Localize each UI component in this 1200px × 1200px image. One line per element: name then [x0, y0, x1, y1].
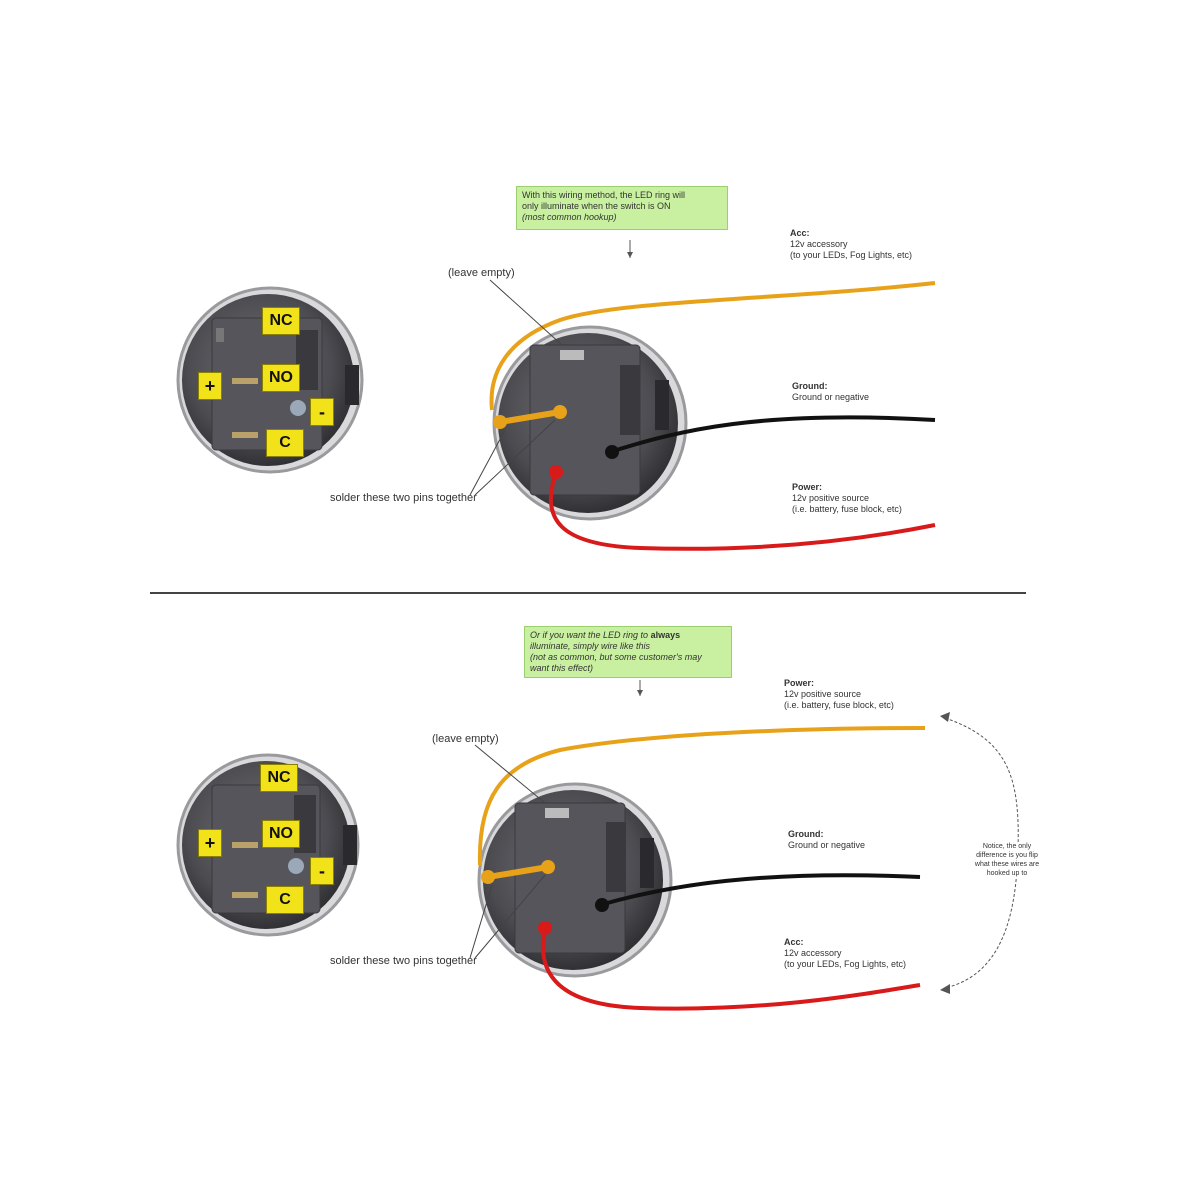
bottom-pin-plus: + — [198, 829, 222, 857]
top-info-note: With this wiring method, the LED ring wi… — [516, 186, 728, 230]
bottom-pin-no: NO — [262, 820, 300, 848]
flip-arrow-head-top — [940, 712, 950, 722]
top-acc-label: Acc: 12v accessory (to your LEDs, Fog Li… — [790, 228, 912, 261]
top-power-line-2: (i.e. battery, fuse block, etc) — [792, 504, 902, 514]
bottom-pin-nc: NC — [260, 764, 298, 792]
top-solder-label: solder these two pins together — [330, 492, 477, 504]
bottom-power-label: Power: 12v positive source (i.e. battery… — [784, 678, 894, 711]
top-solder-dot-1 — [493, 415, 507, 429]
bottom-solder-dot-2 — [541, 860, 555, 874]
top-pin-no: NO — [262, 364, 300, 392]
top-power-wire — [548, 471, 936, 551]
top-power-title: Power: — [792, 482, 823, 492]
top-solder-line-2 — [474, 419, 556, 496]
top-power-line-1: 12v positive source — [792, 493, 870, 503]
top-solder-line-1 — [469, 429, 506, 496]
bottom-power-wire-top — [477, 726, 926, 866]
top-ground-line-1: Ground or negative — [792, 392, 870, 402]
top-note-line-3: (most common hookup) — [522, 212, 617, 222]
bottom-note-line-2: illuminate, simply wire like this — [530, 641, 651, 651]
bottom-acc-wire-red — [540, 927, 921, 1011]
top-wired-switch — [492, 325, 688, 521]
side-note-line-2: difference is you flip — [976, 852, 1038, 859]
top-ground-terminal — [605, 445, 619, 459]
top-pin-minus: - — [310, 398, 334, 426]
bottom-note-line-1-pre: Or if you want the LED ring to — [530, 630, 649, 640]
top-acc-title: Acc: — [790, 228, 810, 238]
bottom-pin-minus: - — [310, 857, 334, 885]
bottom-acc-title: Acc: — [784, 937, 804, 947]
bottom-leave-empty-line — [474, 744, 546, 804]
top-leave-empty-label: (leave empty) — [448, 267, 515, 279]
bottom-info-note: Or if you want the LED ring to always il… — [524, 626, 732, 678]
top-power-terminal — [549, 465, 563, 479]
bottom-acc-label: Acc: 12v accessory (to your LEDs, Fog Li… — [784, 937, 906, 970]
bottom-note-line-1: Or if you want the LED ring to always — [530, 630, 726, 641]
bottom-solder-label: solder these two pins together — [330, 955, 477, 967]
bottom-solder-dot-1 — [481, 870, 495, 884]
top-solder-bridge — [497, 409, 563, 425]
top-leave-empty-line — [489, 279, 563, 346]
bottom-ground-title: Ground: — [788, 829, 824, 839]
top-pin-plus: + — [198, 372, 222, 400]
bottom-note-line-3: (not as common, but some customer's may — [530, 652, 702, 662]
bottom-ground-terminal — [595, 898, 609, 912]
top-pin-nc: NC — [262, 307, 300, 335]
top-note-line-2: only illuminate when the switch is ON — [522, 201, 671, 211]
bottom-ground-label: Ground: Ground or negative — [788, 829, 865, 851]
bottom-acc-terminal — [538, 921, 552, 935]
top-acc-wire — [489, 281, 936, 411]
bottom-solder-bridge — [485, 864, 551, 880]
top-ground-wire — [609, 415, 936, 454]
top-pin-c: C — [266, 429, 304, 457]
bottom-power-title: Power: — [784, 678, 815, 688]
top-solder-dot-2 — [553, 405, 567, 419]
bottom-ground-line-1: Ground or negative — [788, 840, 866, 850]
bottom-power-line-2: (i.e. battery, fuse block, etc) — [784, 700, 894, 710]
bottom-pin-c: C — [266, 886, 304, 914]
flip-arrow-head-bottom — [940, 984, 950, 994]
side-note-line-3: what these wires are — [974, 861, 1040, 868]
bottom-power-line-1: 12v positive source — [784, 689, 862, 699]
top-acc-line-1: 12v accessory — [790, 239, 848, 249]
bottom-ground-wire — [599, 873, 921, 907]
bottom-wired-switch — [477, 782, 673, 978]
side-note-line-1: Notice, the only — [982, 843, 1032, 850]
bottom-note-line-4: want this effect) — [530, 663, 594, 673]
top-power-label: Power: 12v positive source (i.e. battery… — [792, 482, 902, 515]
bottom-acc-line-2: (to your LEDs, Fog Lights, etc) — [784, 959, 907, 969]
top-note-line-1: With this wiring method, the LED ring wi… — [522, 190, 686, 200]
bottom-note-line-1-bold: always — [650, 630, 681, 640]
bottom-solder-line-2 — [474, 874, 546, 959]
top-acc-line-2: (to your LEDs, Fog Lights, etc) — [790, 250, 913, 260]
bottom-acc-line-1: 12v accessory — [784, 948, 842, 958]
top-ground-label: Ground: Ground or negative — [792, 381, 869, 403]
top-ground-title: Ground: — [792, 381, 828, 391]
side-note-line-4: hooked up to — [986, 870, 1028, 877]
bottom-side-note: Notice, the only difference is you flip … — [965, 842, 1049, 878]
bottom-solder-line-1 — [469, 884, 493, 959]
bottom-leave-empty-label: (leave empty) — [432, 733, 499, 745]
